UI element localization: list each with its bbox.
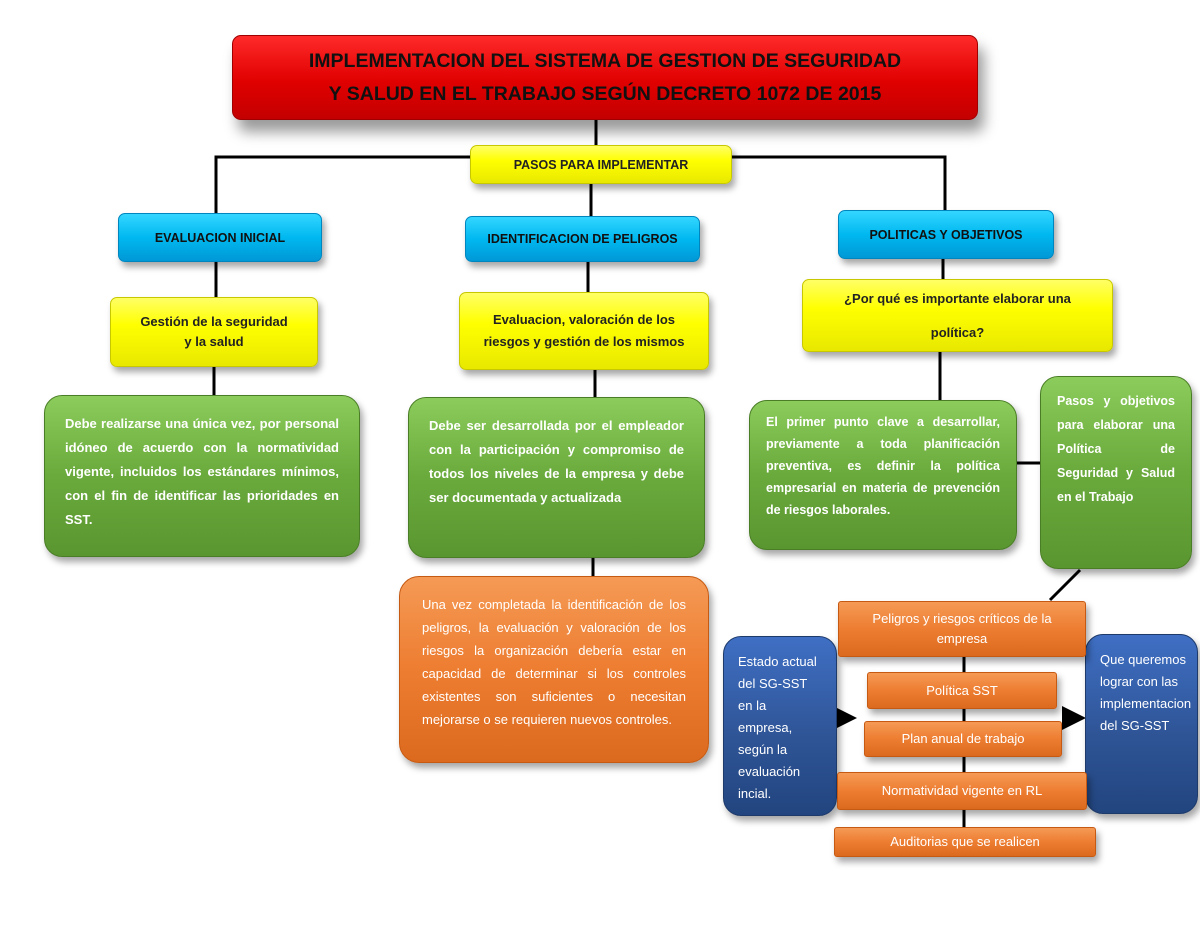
heading-politicas-label: POLITICAS Y OBJETIVOS: [869, 227, 1023, 242]
line-pasos-objetivos-to-process: [1048, 568, 1082, 602]
detail-politica: El primer punto clave a desarrollar, pre…: [749, 400, 1017, 550]
sub-evaluacion-riesgos: Evaluacion, valoración de los riesgos y …: [459, 292, 709, 370]
pasos-objetivos-text: Pasos y objetivos para elaborar una Polí…: [1057, 394, 1175, 504]
sub-politica-line2: política?: [930, 324, 985, 340]
detail-evaluacion-text: Debe realizarse una única vez, por perso…: [65, 416, 339, 527]
sub-politica-line1: ¿Por qué es importante elaborar una: [844, 290, 1071, 306]
pasos-box: PASOS PARA IMPLEMENTAR: [470, 145, 732, 184]
lograr-box: Que queremos lograr con las implementaci…: [1085, 634, 1198, 814]
lograr-text: Que queremos lograr con las implementaci…: [1100, 652, 1192, 733]
process-item-normatividad: Normatividad vigente en RL: [837, 772, 1087, 810]
process-item-peligros-label: Peligros y riesgos críticos de la empres…: [872, 611, 1052, 646]
line-pasos-to-evaluacion: [214, 155, 470, 213]
sub-gestion-line1: Gestión de la seguridad: [140, 314, 288, 329]
process-item-normatividad-label: Normatividad vigente en RL: [881, 783, 1043, 798]
pasos-label: PASOS PARA IMPLEMENTAR: [513, 157, 689, 172]
detail-politica-text: El primer punto clave a desarrollar, pre…: [766, 415, 1000, 517]
line-pasos-to-politicas: [732, 155, 947, 210]
heading-evaluacion-inicial: EVALUACION INICIAL: [118, 213, 322, 262]
process-item-peligros: Peligros y riesgos críticos de la empres…: [838, 601, 1086, 657]
process-item-plan-label: Plan anual de trabajo: [901, 731, 1025, 746]
heading-politicas-objetivos: POLITICAS Y OBJETIVOS: [838, 210, 1054, 259]
followup-identificacion: Una vez completada la identificación de …: [399, 576, 709, 763]
sub-riesgos-line1: Evaluacion, valoración de los: [492, 312, 676, 327]
process-item-auditorias-label: Auditorias que se realicen: [890, 834, 1040, 849]
sub-gestion-line2: y la salud: [184, 334, 244, 349]
sub-riesgos-line2: riesgos y gestión de los mismos: [483, 334, 685, 349]
process-item-auditorias: Auditorias que se realicen: [834, 827, 1096, 857]
heading-evaluacion-label: EVALUACION INICIAL: [154, 230, 286, 245]
pasos-objetivos-box: Pasos y objetivos para elaborar una Polí…: [1040, 376, 1192, 569]
process-item-plan: Plan anual de trabajo: [864, 721, 1062, 757]
main-title-line2: Y SALUD EN EL TRABAJO SEGÚN DECRETO 1072…: [328, 82, 882, 105]
sub-por-que-politica: ¿Por qué es importante elaborar una polí…: [802, 279, 1113, 352]
heading-identificacion-peligros: IDENTIFICACION DE PELIGROS: [465, 216, 700, 262]
detail-evaluacion: Debe realizarse una única vez, por perso…: [44, 395, 360, 557]
detail-identificacion: Debe ser desarrollada por el empleador c…: [408, 397, 705, 558]
process-item-politica-label: Política SST: [926, 682, 998, 698]
main-title-line1: IMPLEMENTACION DEL SISTEMA DE GESTION DE…: [308, 49, 902, 72]
sub-gestion-seguridad: Gestión de la seguridad y la salud: [110, 297, 318, 367]
estado-actual-text: Estado actual del SG-SST en la empresa, …: [738, 654, 817, 801]
process-item-politica: Política SST: [867, 672, 1057, 709]
followup-identificacion-text: Una vez completada la identificación de …: [422, 597, 686, 727]
main-title: IMPLEMENTACION DEL SISTEMA DE GESTION DE…: [232, 35, 978, 120]
estado-actual-box: Estado actual del SG-SST en la empresa, …: [723, 636, 837, 816]
detail-identificacion-text: Debe ser desarrollada por el empleador c…: [429, 418, 684, 505]
heading-identificacion-label: IDENTIFICACION DE PELIGROS: [487, 232, 678, 246]
